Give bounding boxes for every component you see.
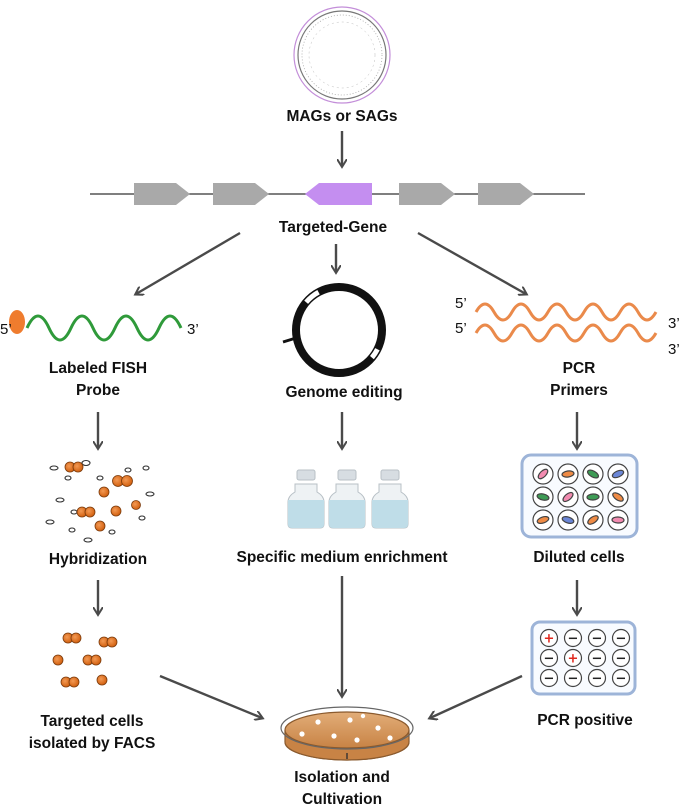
diluted-cell <box>586 469 600 479</box>
diluted-cell <box>561 470 575 478</box>
probe-3-end: 3’ <box>187 321 199 338</box>
hybridization-label: Hybridization <box>49 551 147 568</box>
pcr-well <box>587 628 607 648</box>
petri-dish-icon <box>280 706 414 761</box>
pcr-primers-icon <box>474 302 658 343</box>
pcr-label-line1: PCR <box>563 360 596 377</box>
fish-label-line2: Probe <box>76 382 120 399</box>
pcr-well <box>611 668 631 688</box>
primer-5-end-bottom: 5’ <box>455 320 467 337</box>
pcr-plus-sign: + <box>544 632 555 647</box>
fluorophore-icon <box>9 310 25 334</box>
pcr-well <box>611 648 631 668</box>
fish-probe-icon <box>9 310 183 342</box>
probe-5-end: 5’ <box>0 321 12 338</box>
pcr-well <box>539 628 559 648</box>
pcr-well <box>563 648 583 668</box>
sorted-cells-icon <box>52 632 118 688</box>
diluted-cells-plate <box>520 453 639 539</box>
pcr-well <box>563 628 583 648</box>
diluted-cell <box>562 491 574 503</box>
pcr-well <box>539 648 559 668</box>
pcr-minus-sign: − <box>616 652 627 667</box>
pcr-minus-sign: − <box>616 632 627 647</box>
plasmid-icon <box>282 283 386 377</box>
pcr-minus-sign: − <box>592 672 603 687</box>
arrow-to-pcr <box>417 231 526 294</box>
medium-label: Specific medium enrichment <box>236 549 447 566</box>
facs-label-line1: Targeted cells <box>40 713 143 730</box>
genome-editing-label: Genome editing <box>285 384 402 401</box>
pcr-minus-sign: − <box>568 632 579 647</box>
culture-vials-icon <box>287 469 409 529</box>
pcr-well <box>587 668 607 688</box>
diluted-cell <box>611 516 625 524</box>
arrow-to-fish <box>136 231 241 294</box>
isolation-label-line2: Cultivation <box>302 791 382 808</box>
targeted-gene-label: Targeted-Gene <box>279 219 388 236</box>
pcr-positive-plate: +−−−−+−−−−−− <box>530 620 637 696</box>
diluted-cell <box>612 492 624 502</box>
pcr-well <box>587 648 607 668</box>
diluted-cell <box>561 515 575 525</box>
diluted-cell <box>586 493 600 501</box>
isolation-label-line1: Isolation and <box>294 769 390 786</box>
pcr-minus-sign: − <box>616 672 627 687</box>
pcr-plus-sign: + <box>568 652 579 667</box>
genome-circle-icon <box>293 6 391 104</box>
diluted-cell <box>536 515 550 525</box>
diluted-label: Diluted cells <box>533 549 624 566</box>
gene-map-icon <box>90 183 585 205</box>
diluted-cell <box>537 468 549 480</box>
diluted-cell <box>611 469 625 479</box>
pcr-minus-sign: − <box>568 672 579 687</box>
target-gene-icon <box>305 183 372 205</box>
hybridization-cells-icon <box>45 459 155 543</box>
facs-label-line2: isolated by FACS <box>29 735 156 752</box>
pcr-label-line2: Primers <box>550 382 608 399</box>
pcr-minus-sign: − <box>544 652 555 667</box>
mags-label: MAGs or SAGs <box>286 108 397 125</box>
pcr-well <box>563 668 583 688</box>
primer-3-end-bottom: 3’ <box>668 341 680 358</box>
pcr-positive-label: PCR positive <box>537 712 633 729</box>
pcr-minus-sign: − <box>544 672 555 687</box>
primer-3-end-top: 3’ <box>668 315 680 332</box>
diluted-cell <box>536 493 550 501</box>
fish-label-line1: Labeled FISH <box>49 360 147 377</box>
pcr-well <box>539 668 559 688</box>
pcr-minus-sign: − <box>592 632 603 647</box>
arrow-facs-to-dish <box>159 674 262 718</box>
primer-5-end-top: 5’ <box>455 295 467 312</box>
arrow-pcr-to-dish <box>430 674 523 718</box>
pcr-minus-sign: − <box>592 652 603 667</box>
pcr-well <box>611 628 631 648</box>
diluted-cell <box>587 515 599 525</box>
